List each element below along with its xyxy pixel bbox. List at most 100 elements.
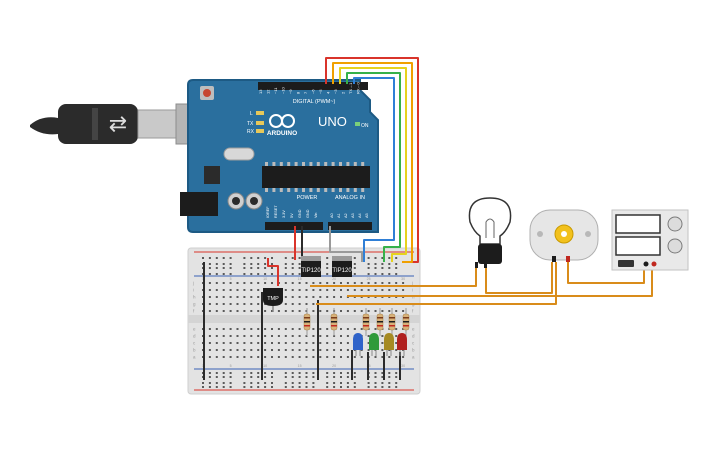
rail-hole[interactable] <box>208 273 211 275</box>
rail-hole[interactable] <box>215 257 218 259</box>
terminal-hole[interactable] <box>319 342 322 344</box>
rail-hole[interactable] <box>353 273 356 275</box>
terminal-hole[interactable] <box>326 356 329 358</box>
rail-hole[interactable] <box>374 263 377 265</box>
rail-hole[interactable] <box>222 382 225 384</box>
rail-hole[interactable] <box>229 273 232 275</box>
terminal-hole[interactable] <box>333 289 336 291</box>
rail-hole[interactable] <box>298 273 301 275</box>
terminal-hole[interactable] <box>222 296 225 298</box>
terminal-hole[interactable] <box>271 356 273 358</box>
rail-hole[interactable] <box>298 376 301 378</box>
rail-hole[interactable] <box>381 263 384 265</box>
terminal-hole[interactable] <box>277 356 280 358</box>
rail-hole[interactable] <box>202 382 204 384</box>
rail-hole[interactable] <box>250 376 253 378</box>
terminal-hole[interactable] <box>215 296 218 298</box>
wire-red-digital[interactable] <box>325 57 419 263</box>
terminal-hole[interactable] <box>229 310 232 312</box>
terminal-hole[interactable] <box>360 356 363 358</box>
rail-hole[interactable] <box>243 273 246 275</box>
rail-hole[interactable] <box>264 386 267 388</box>
rail-hole[interactable] <box>208 382 211 384</box>
wire-ochre-psu[interactable] <box>567 262 645 284</box>
rail-hole[interactable] <box>229 267 232 269</box>
terminal-hole[interactable] <box>305 342 308 344</box>
terminal-hole[interactable] <box>319 296 322 298</box>
terminal-hole[interactable] <box>319 349 322 351</box>
terminal-hole[interactable] <box>284 289 287 291</box>
terminal-hole[interactable] <box>326 335 329 337</box>
terminal-hole[interactable] <box>395 310 398 312</box>
terminal-hole[interactable] <box>264 342 267 344</box>
terminal-hole[interactable] <box>312 296 315 298</box>
terminal-hole[interactable] <box>374 328 377 330</box>
rail-hole[interactable] <box>353 257 356 259</box>
terminal-hole[interactable] <box>257 335 260 337</box>
rail-hole[interactable] <box>264 273 267 275</box>
rail-hole[interactable] <box>340 376 342 378</box>
rail-hole[interactable] <box>395 376 398 378</box>
rail-hole[interactable] <box>374 257 377 259</box>
analog-header[interactable] <box>328 222 372 230</box>
rail-hole[interactable] <box>250 257 253 259</box>
rail-hole[interactable] <box>326 267 329 269</box>
rail-hole[interactable] <box>326 257 329 259</box>
terminal-hole[interactable] <box>277 342 280 344</box>
rail-hole[interactable] <box>250 263 253 265</box>
rail-hole[interactable] <box>257 372 260 374</box>
rail-hole[interactable] <box>208 263 211 265</box>
rail-hole[interactable] <box>333 386 336 388</box>
terminal-hole[interactable] <box>395 349 398 351</box>
terminal-hole[interactable] <box>298 342 301 344</box>
rail-hole[interactable] <box>208 372 211 374</box>
wire-ochre-motor[interactable] <box>316 262 557 305</box>
rail-hole[interactable] <box>340 386 342 388</box>
terminal-hole[interactable] <box>257 349 260 351</box>
terminal-hole[interactable] <box>291 356 294 358</box>
terminal-hole[interactable] <box>257 289 260 291</box>
terminal-hole[interactable] <box>236 310 239 312</box>
terminal-hole[interactable] <box>222 349 225 351</box>
rail-hole[interactable] <box>395 386 398 388</box>
rail-hole[interactable] <box>395 372 398 374</box>
rail-hole[interactable] <box>215 273 218 275</box>
led-blue[interactable] <box>353 333 363 350</box>
rail-hole[interactable] <box>243 257 246 259</box>
terminal-hole[interactable] <box>243 328 246 330</box>
terminal-hole[interactable] <box>291 335 294 337</box>
terminal-hole[interactable] <box>326 310 329 312</box>
terminal-hole[interactable] <box>271 328 273 330</box>
rail-hole[interactable] <box>374 376 377 378</box>
rail-hole[interactable] <box>353 263 356 265</box>
terminal-hole[interactable] <box>367 335 370 337</box>
rail-hole[interactable] <box>257 376 260 378</box>
rail-hole[interactable] <box>284 267 287 269</box>
rail-hole[interactable] <box>381 257 384 259</box>
terminal-hole[interactable] <box>381 342 384 344</box>
terminal-hole[interactable] <box>250 342 253 344</box>
rail-hole[interactable] <box>222 273 225 275</box>
rail-hole[interactable] <box>271 263 273 265</box>
terminal-hole[interactable] <box>326 328 329 330</box>
terminal-hole[interactable] <box>277 328 280 330</box>
terminal-hole[interactable] <box>277 310 280 312</box>
terminal-hole[interactable] <box>305 349 308 351</box>
terminal-hole[interactable] <box>340 310 342 312</box>
rail-hole[interactable] <box>326 382 329 384</box>
rail-hole[interactable] <box>305 372 308 374</box>
terminal-hole[interactable] <box>250 303 253 305</box>
terminal-hole[interactable] <box>319 289 322 291</box>
terminal-hole[interactable] <box>264 310 267 312</box>
terminal-hole[interactable] <box>208 289 211 291</box>
terminal-hole[interactable] <box>340 356 342 358</box>
rail-hole[interactable] <box>340 382 342 384</box>
terminal-hole[interactable] <box>388 282 391 284</box>
wire-ochre-bulb[interactable] <box>310 268 477 287</box>
rail-hole[interactable] <box>388 376 391 378</box>
terminal-hole[interactable] <box>250 328 253 330</box>
terminal-hole[interactable] <box>291 349 294 351</box>
rail-hole[interactable] <box>388 382 391 384</box>
terminal-hole[interactable] <box>208 303 211 305</box>
